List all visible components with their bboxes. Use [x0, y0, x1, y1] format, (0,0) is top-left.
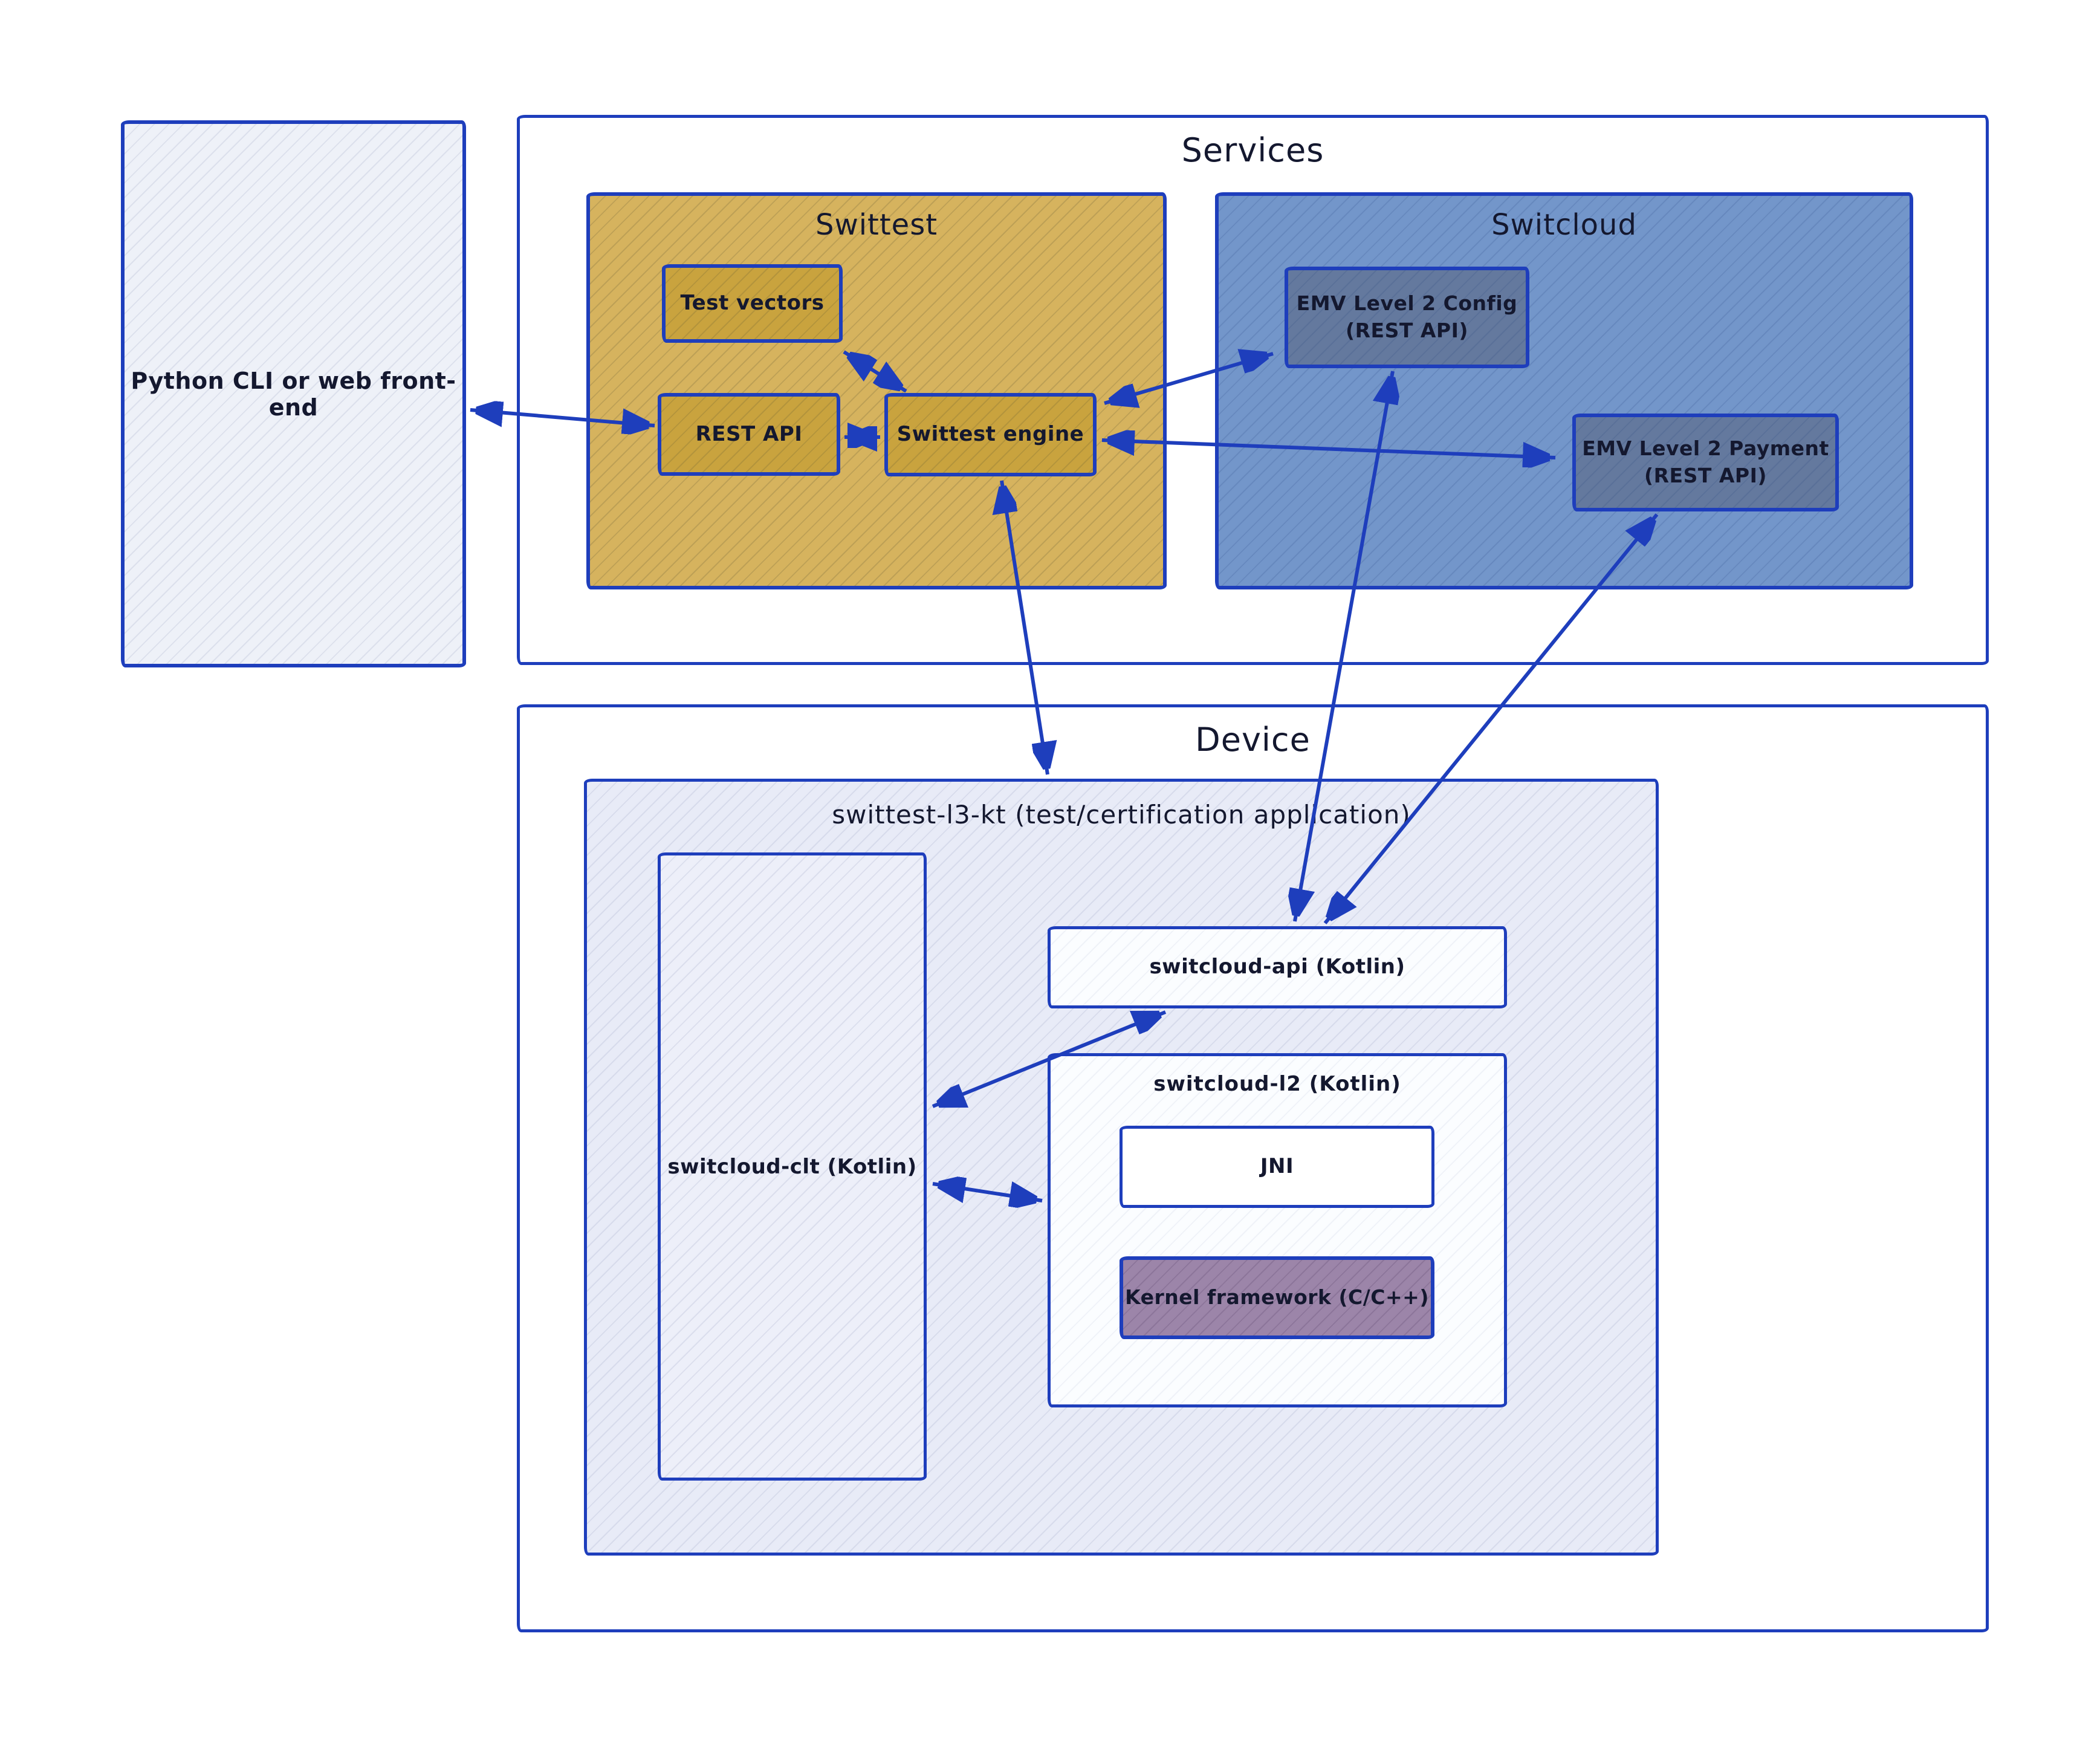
node-switcloud-api-label: switcloud-api (Kotlin) [1149, 955, 1405, 979]
node-python-cli-label: Python CLI or web front-end [131, 367, 456, 421]
node-rest-api: REST API [658, 393, 840, 476]
node-emv-config-line1: EMV Level 2 Config [1296, 291, 1518, 316]
group-swittest: Swittest [586, 192, 1167, 589]
node-emv-payment-line2: (REST API) [1644, 464, 1767, 487]
node-emv-payment-line1: EMV Level 2 Payment [1582, 436, 1829, 461]
node-swittest-engine-label: Swittest engine [896, 422, 1084, 447]
node-switcloud-api: switcloud-api (Kotlin) [1048, 926, 1507, 1008]
group-device-title: Device [1195, 721, 1311, 759]
node-swittest-engine: Swittest engine [884, 393, 1097, 476]
node-emv-config-line2: (REST API) [1346, 319, 1468, 342]
node-emv-config: EMV Level 2 Config (REST API) [1285, 267, 1529, 368]
group-swittest-title: Swittest [815, 208, 938, 242]
group-services-title: Services [1181, 131, 1324, 169]
group-switcloud-l2: switcloud-l2 (Kotlin) [1048, 1053, 1507, 1407]
node-kernel-framework-label: Kernel framework (C/C++) [1125, 1285, 1429, 1309]
group-switcloud: Switcloud [1215, 192, 1913, 589]
node-jni-label: JNI [1260, 1154, 1294, 1179]
node-python-cli: Python CLI or web front-end [121, 120, 466, 667]
node-jni: JNI [1120, 1126, 1434, 1208]
node-test-vectors-label: Test vectors [680, 291, 825, 316]
node-switcloud-clt-label: switcloud-clt (Kotlin) [667, 1154, 917, 1179]
node-emv-payment: EMV Level 2 Payment (REST API) [1572, 414, 1839, 511]
group-switcloud-title: Switcloud [1491, 208, 1637, 242]
group-switcloud-l2-title: switcloud-l2 (Kotlin) [1153, 1072, 1401, 1096]
node-switcloud-clt: switcloud-clt (Kotlin) [658, 852, 927, 1481]
node-kernel-framework: Kernel framework (C/C++) [1120, 1256, 1434, 1339]
node-rest-api-label: REST API [695, 421, 803, 446]
node-test-vectors: Test vectors [662, 264, 843, 343]
group-l3kt-title: swittest-l3-kt (test/certification appli… [832, 800, 1411, 829]
